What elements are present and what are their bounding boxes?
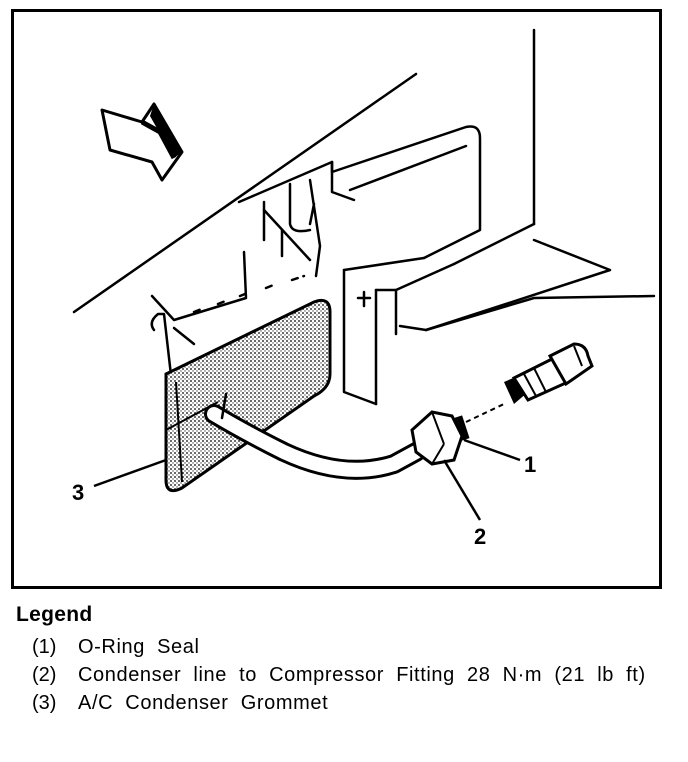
legend-item-text: O-Ring Seal [78,636,200,658]
legend-item-text: Condenser line to Compressor Fitting 28 … [78,664,646,686]
legend-item-o-ring-seal: (1) O-Ring Seal [32,633,676,661]
legend-list: (1) O-Ring Seal (2) Condenser line to Co… [16,633,676,717]
legend-item-fitting: (2) Condenser line to Compressor Fitting… [32,661,676,689]
callout-2: 2 [474,524,486,549]
compressor-fitting-nut [410,410,470,466]
condenser-line [204,392,426,480]
o-ring-seal [465,403,505,423]
diagram-frame: 1 2 3 [11,9,662,589]
callout-3: 3 [72,480,84,505]
condenser-fitting-illustration: 1 2 3 [72,28,656,549]
callout-1: 1 [524,452,536,477]
legend-item-number: (2) [32,664,57,686]
callout-leaders [93,438,521,521]
legend-item-number: (1) [32,636,57,658]
vehicle-body-lines [72,28,656,406]
legend-item-number: (3) [32,692,57,714]
direction-arrow-icon [100,102,184,182]
legend: Legend (1) O-Ring Seal (2) Condenser lin… [16,603,676,717]
compressor-line [504,342,594,404]
legend-item-text: A/C Condenser Grommet [78,692,329,714]
legend-item-grommet: (3) A/C Condenser Grommet [32,689,676,717]
legend-title: Legend [16,603,93,626]
